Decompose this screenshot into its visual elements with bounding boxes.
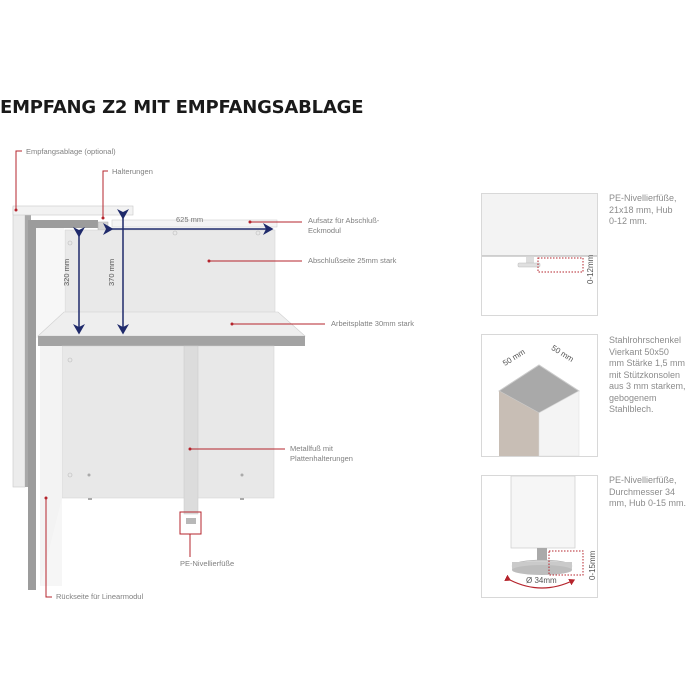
- label-metallfuss-line2: Plattenhalterungen: [290, 454, 353, 463]
- detail-panel-steel-tube: 50 mm 50 mm: [481, 334, 598, 457]
- label-empfangsablage: Empfangsablage (optional): [26, 147, 116, 156]
- label-aufsatz-line2: Eckmodul: [308, 226, 341, 235]
- label-abschlussseite: Abschlußseite 25mm stark: [308, 256, 397, 265]
- description-leveling-foot-round: PE-Nivellierfüße, Durchmesser 34 mm, Hub…: [609, 475, 687, 508]
- dimension-diameter: Ø 34mm: [526, 576, 557, 585]
- detail-panel-leveling-foot-round: 0-15mm Ø 34mm: [481, 475, 598, 598]
- label-aufsatz: Aufsatz für Abschluß-: [308, 216, 380, 225]
- label-metallfuss: Metallfuß mit: [290, 444, 333, 453]
- dimension-lift-15: 0-15mm: [588, 550, 597, 580]
- label-pe-nivellierfuesse: PE-Nivellierfüße: [180, 559, 235, 568]
- dimension-height-outer: 370 mm: [107, 258, 116, 286]
- detail-panel-leveling-foot-small: 0-12mm: [481, 193, 598, 316]
- dimension-width: 625 mm: [176, 215, 204, 224]
- description-steel-tube: Stahlrohrschenkel Vierkant 50x50 mm Stär…: [609, 335, 686, 414]
- label-rueckseite: Rückseite für Linearmodul: [56, 592, 144, 601]
- page-title: EMPFANG Z2 MIT EMPFANGSABLAGE: [0, 97, 364, 118]
- label-halterungen: Halterungen: [112, 167, 153, 176]
- dimension-lift-12: 0-12mm: [586, 254, 595, 284]
- dimension-height-inner: 320 mm: [62, 258, 71, 286]
- description-leveling-foot-small: PE-Nivellierfüße, 21x18 mm, Hub 0-12 mm.: [609, 193, 677, 226]
- label-arbeitsplatte: Arbeitsplatte 30mm stark: [331, 319, 414, 328]
